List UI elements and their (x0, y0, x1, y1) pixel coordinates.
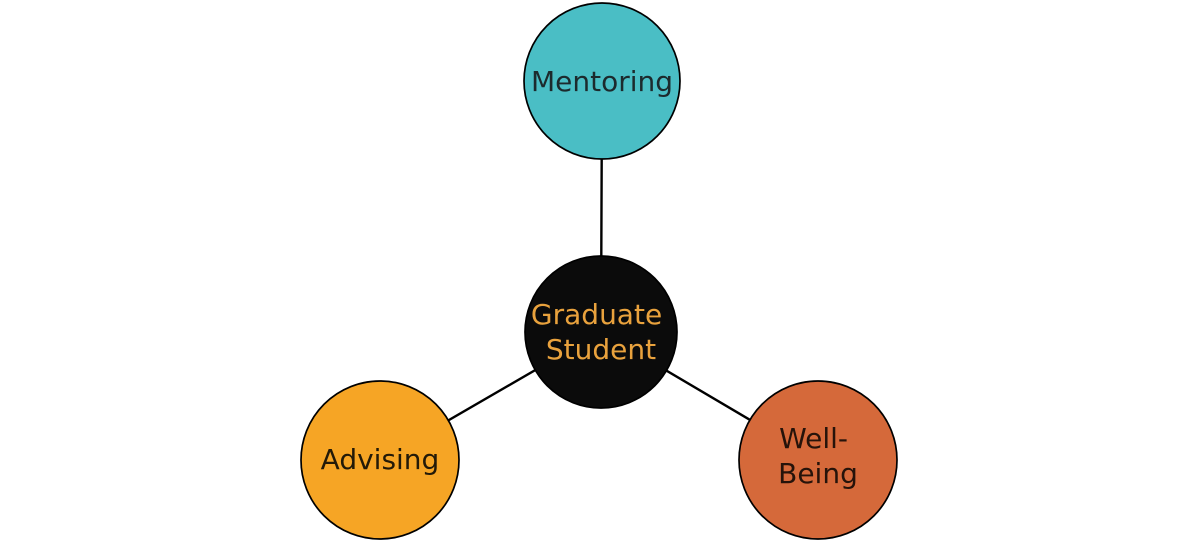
node-graduate-student-label: Graduate Student (531, 298, 671, 366)
node-wellbeing-label-line1: Well- (779, 422, 848, 455)
node-advising-label: Advising (321, 443, 440, 476)
node-mentoring-label: Mentoring (531, 65, 673, 98)
node-wellbeing-circle (738, 380, 898, 540)
node-graduate-student-circle (524, 255, 678, 409)
node-graduate-student-label-line1: Graduate (531, 298, 662, 331)
node-advising-circle (300, 380, 460, 540)
node-graduate-student-label-line2: Student (546, 333, 656, 366)
node-wellbeing-label-line2: Being (778, 457, 858, 490)
node-wellbeing-label: Well- Being (778, 422, 858, 490)
node-mentoring-circle (523, 2, 681, 160)
